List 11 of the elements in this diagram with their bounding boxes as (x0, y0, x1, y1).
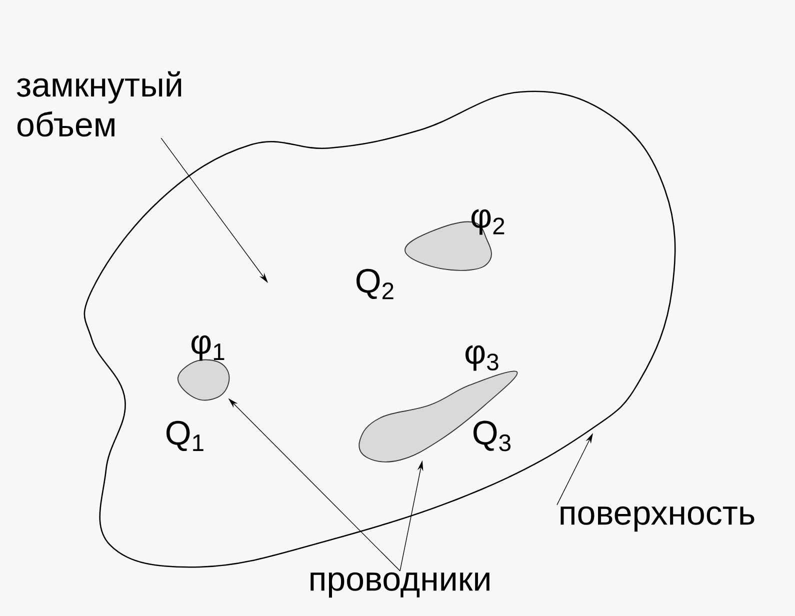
potential-label: φ$_{2}$ (472, 209, 504, 235)
callout-label: замкнутый объем (16, 71, 182, 137)
charge-label: Q$_{3}$ (474, 420, 510, 452)
potential-label: φ$_{3}$ (466, 345, 498, 371)
potential-label: φ$_{1}$ (192, 335, 224, 361)
charge-label: Q$_{2}$ (356, 268, 394, 300)
charge-label: Q$_{1}$ (166, 420, 204, 452)
callout-label: поверхность (560, 506, 754, 532)
callout-label: проводники (310, 572, 490, 598)
conductor-blob (177, 359, 230, 401)
conductor-blob (358, 370, 518, 462)
